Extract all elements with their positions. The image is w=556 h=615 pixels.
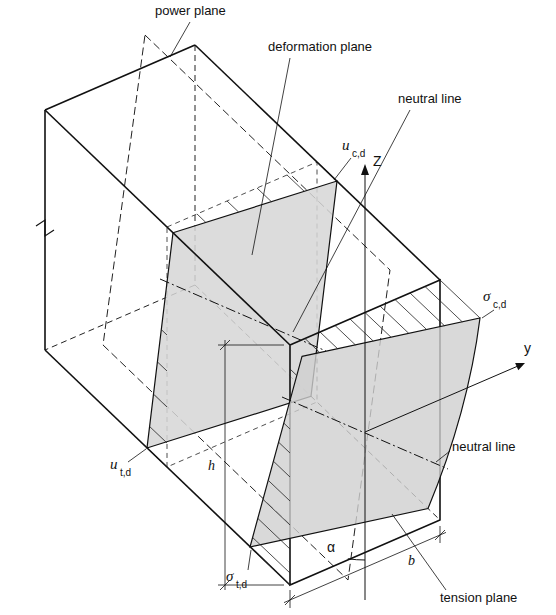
axis-name: Z [373,154,382,169]
dimension-label: b [408,553,415,568]
stress-symbol: σ [226,568,233,585]
displacement-symbol: u [110,456,118,473]
angle-label: α [327,540,335,555]
axes [365,172,518,600]
leader-lines [128,22,494,590]
break-mark [36,220,54,236]
plane-label: power plane [155,4,226,18]
axis-arrow [515,363,525,370]
dimension-label: h [207,458,216,473]
angle-arc [348,559,365,560]
stress-symbol: σ [483,288,490,305]
plane-label: tension plane [440,591,517,605]
subscript: c,d [493,299,506,310]
axis-label: neutral line [452,440,516,454]
subscript: t,d [236,579,247,590]
axis-arrow [361,164,369,175]
axis-label: neutral line [398,92,462,106]
subscript: c,d [352,148,365,159]
subscript: t,d [120,467,131,478]
plane-label: deformation plane [268,40,372,54]
displacement-symbol: u [342,137,350,154]
dimension-lines [218,340,446,608]
axis-name: y [524,341,531,356]
